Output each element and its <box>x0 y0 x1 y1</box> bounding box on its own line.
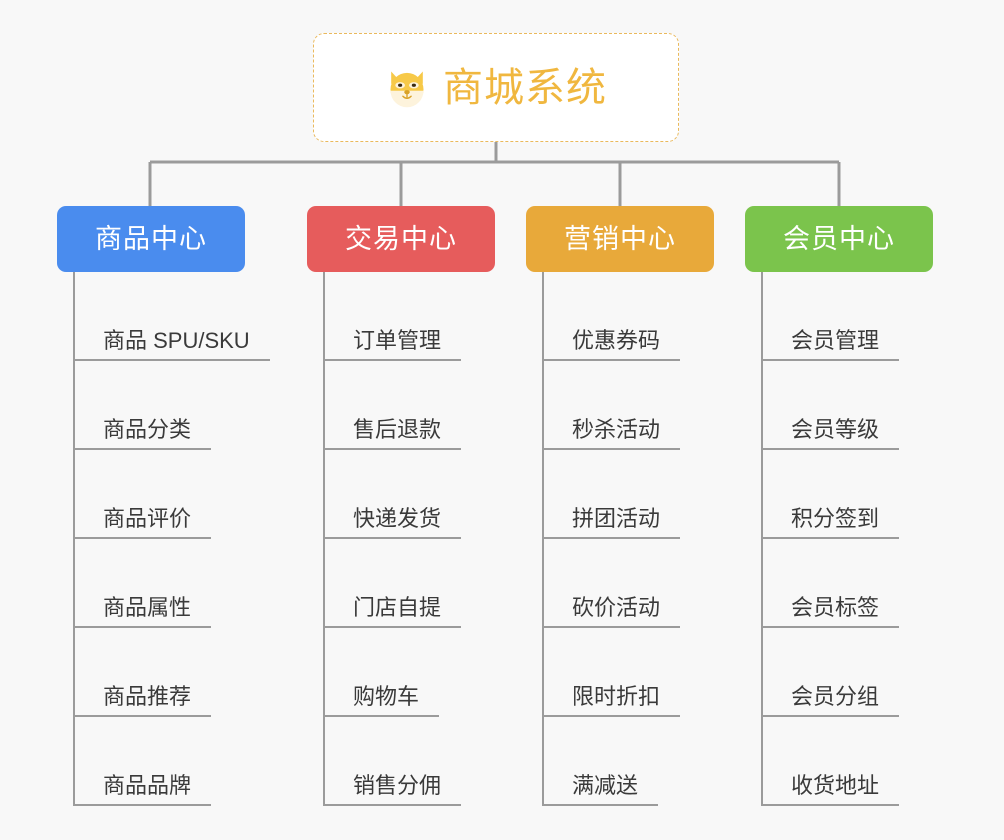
leaf-item[interactable]: 积分签到 <box>761 450 991 539</box>
leaf-label: 满减送 <box>572 773 639 798</box>
leaf-label: 门店自提 <box>353 595 442 620</box>
shiba-dog-face-icon <box>390 71 424 107</box>
leaf-underline <box>323 715 439 717</box>
category-box-trade[interactable]: 交易中心 <box>307 206 495 272</box>
leaf-item[interactable]: 销售分佣 <box>323 717 553 806</box>
leaf-list: 商品 SPU/SKU 商品分类商品评价商品属性商品推荐商品品牌 <box>73 272 303 806</box>
leaf-item[interactable]: 会员分组 <box>761 628 991 717</box>
leaf-label: 积分签到 <box>791 506 880 531</box>
category-column-3: 会员中心会员管理会员等级积分签到会员标签会员分组收货地址 <box>745 206 933 806</box>
root-node[interactable]: 商城系统 <box>313 33 679 142</box>
category-label: 交易中心 <box>345 223 457 254</box>
leaf-underline <box>761 804 899 806</box>
leaf-label: 商品品牌 <box>103 773 192 798</box>
leaf-label: 商品 SPU/SKU <box>103 328 250 353</box>
category-column-2: 营销中心优惠券码秒杀活动拼团活动砍价活动限时折扣满减送 <box>526 206 714 806</box>
leaf-underline <box>761 537 899 539</box>
leaf-item[interactable]: 门店自提 <box>323 539 553 628</box>
leaf-item[interactable]: 商品评价 <box>73 450 303 539</box>
leaf-list: 会员管理会员等级积分签到会员标签会员分组收货地址 <box>761 272 991 806</box>
column-trunk-line <box>761 272 763 806</box>
leaf-item[interactable]: 砍价活动 <box>542 539 772 628</box>
category-box-marketing[interactable]: 营销中心 <box>526 206 714 272</box>
leaf-label: 会员标签 <box>791 595 880 620</box>
leaf-item[interactable]: 售后退款 <box>323 361 553 450</box>
leaf-label: 快递发货 <box>353 506 442 531</box>
leaf-item[interactable]: 限时折扣 <box>542 628 772 717</box>
leaf-label: 销售分佣 <box>353 773 442 798</box>
leaf-label: 砍价活动 <box>572 595 661 620</box>
leaf-item[interactable]: 会员标签 <box>761 539 991 628</box>
category-label: 营销中心 <box>564 223 676 254</box>
leaf-underline <box>761 715 899 717</box>
leaf-item[interactable]: 商品 SPU/SKU <box>73 272 303 361</box>
category-box-product[interactable]: 商品中心 <box>57 206 245 272</box>
leaf-label: 售后退款 <box>353 417 442 442</box>
root-title: 商城系统 <box>443 65 607 110</box>
leaf-label: 收货地址 <box>791 773 880 798</box>
leaf-label: 拼团活动 <box>572 506 661 531</box>
leaf-item[interactable]: 会员管理 <box>761 272 991 361</box>
leaf-item[interactable]: 订单管理 <box>323 272 553 361</box>
leaf-underline <box>73 359 270 361</box>
leaf-list: 订单管理售后退款快递发货门店自提购物车销售分佣 <box>323 272 553 806</box>
leaf-item[interactable]: 会员等级 <box>761 361 991 450</box>
leaf-underline <box>323 537 461 539</box>
leaf-item[interactable]: 商品属性 <box>73 539 303 628</box>
category-column-1: 交易中心订单管理售后退款快递发货门店自提购物车销售分佣 <box>307 206 495 806</box>
leaf-label: 限时折扣 <box>572 684 661 709</box>
category-column-0: 商品中心商品 SPU/SKU 商品分类商品评价商品属性商品推荐商品品牌 <box>57 206 270 806</box>
leaf-item[interactable]: 秒杀活动 <box>542 361 772 450</box>
leaf-label: 会员管理 <box>791 328 880 353</box>
category-label: 会员中心 <box>783 223 895 254</box>
leaf-underline <box>542 804 658 806</box>
column-trunk-line <box>542 272 544 806</box>
leaf-underline <box>73 804 211 806</box>
leaf-label: 优惠券码 <box>572 328 661 353</box>
leaf-label: 商品评价 <box>103 506 192 531</box>
leaf-item[interactable]: 商品分类 <box>73 361 303 450</box>
leaf-item[interactable]: 购物车 <box>323 628 553 717</box>
leaf-label: 商品属性 <box>103 595 192 620</box>
leaf-underline <box>73 715 211 717</box>
leaf-underline <box>761 626 899 628</box>
leaf-underline <box>73 537 211 539</box>
column-trunk-line <box>73 272 75 806</box>
category-label: 商品中心 <box>95 223 207 254</box>
leaf-label: 商品推荐 <box>103 684 192 709</box>
leaf-label: 订单管理 <box>353 328 442 353</box>
leaf-item[interactable]: 优惠券码 <box>542 272 772 361</box>
leaf-item[interactable]: 拼团活动 <box>542 450 772 539</box>
leaf-label: 购物车 <box>353 684 420 709</box>
leaf-label: 秒杀活动 <box>572 417 661 442</box>
leaf-item[interactable]: 快递发货 <box>323 450 553 539</box>
leaf-item[interactable]: 商品品牌 <box>73 717 303 806</box>
leaf-label: 会员等级 <box>791 417 880 442</box>
leaf-underline <box>323 626 461 628</box>
leaf-underline <box>761 359 899 361</box>
leaf-item[interactable]: 商品推荐 <box>73 628 303 717</box>
leaf-list: 优惠券码秒杀活动拼团活动砍价活动限时折扣满减送 <box>542 272 772 806</box>
leaf-underline <box>323 448 461 450</box>
leaf-underline <box>323 804 461 806</box>
leaf-underline <box>542 537 680 539</box>
leaf-item[interactable]: 收货地址 <box>761 717 991 806</box>
column-trunk-line <box>323 272 325 806</box>
leaf-underline <box>542 715 680 717</box>
category-box-member[interactable]: 会员中心 <box>745 206 933 272</box>
leaf-item[interactable]: 满减送 <box>542 717 772 806</box>
leaf-underline <box>323 359 461 361</box>
leaf-underline <box>73 448 211 450</box>
leaf-underline <box>542 626 680 628</box>
leaf-label: 商品分类 <box>103 417 192 442</box>
leaf-underline <box>542 359 680 361</box>
leaf-underline <box>761 448 899 450</box>
leaf-label: 会员分组 <box>791 684 880 709</box>
leaf-underline <box>542 448 680 450</box>
leaf-underline <box>73 626 211 628</box>
